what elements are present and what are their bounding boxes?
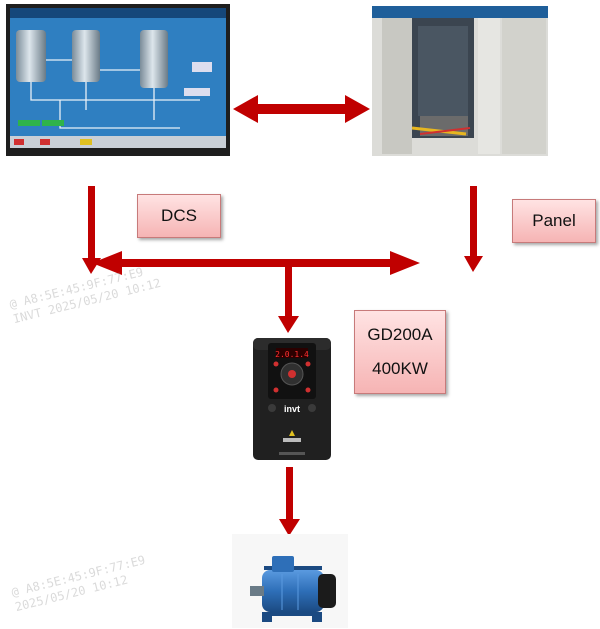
electric-motor-icon <box>232 534 348 628</box>
drive-spec-label: GD200A 400KW <box>354 310 446 394</box>
drive-feed-arrowhead <box>278 316 299 333</box>
electrical-cabinet-icon <box>372 6 548 156</box>
drive-power-text: 400KW <box>372 359 428 378</box>
panel-down-arrowhead <box>464 256 483 272</box>
dcs-label-text: DCS <box>161 206 197 225</box>
frequency-inverter-icon: 2.0.1.4 invt <box>253 338 331 460</box>
drive-model-text: GD200A <box>367 325 433 344</box>
panel-down-line <box>470 186 477 258</box>
panel-label: Panel <box>512 199 596 243</box>
drive-brand: invt <box>284 404 300 414</box>
panel-label-text: Panel <box>532 211 576 230</box>
connection-arrows <box>82 95 483 536</box>
dcs-down-line <box>88 186 95 264</box>
motor-feed-arrowhead <box>279 519 300 536</box>
bidirectional-arrow <box>233 95 370 123</box>
horizontal-bus <box>118 259 392 267</box>
bus-right-arrowhead <box>390 251 420 275</box>
drive-feed-line <box>285 266 292 319</box>
drive-display: 2.0.1.4 <box>275 350 309 359</box>
dcs-label: DCS <box>137 194 221 238</box>
bus-left-arrowhead <box>92 251 122 275</box>
scada-screen-icon <box>6 4 230 156</box>
motor-feed-line <box>286 467 293 522</box>
dcs-down-arrowhead <box>82 258 101 274</box>
